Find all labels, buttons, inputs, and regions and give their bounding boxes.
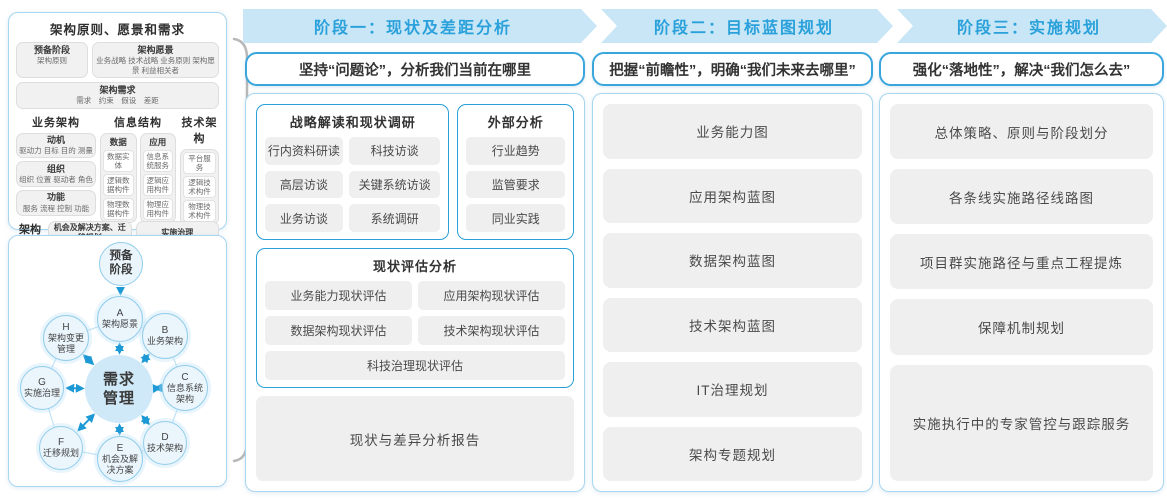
- vision-title: 架构愿景: [137, 45, 174, 55]
- strategy-item: 高层访谈: [265, 170, 343, 199]
- assessment-item: 应用架构现状评估: [418, 281, 565, 310]
- strategy-item: 业务访谈: [265, 204, 343, 232]
- gap-analysis-report-box: 现状与差异分析报告: [256, 396, 574, 481]
- strategy-item: 科技访谈: [348, 137, 441, 165]
- phase3-item: 各条线实施路径线路图: [890, 169, 1153, 225]
- strategy-item: 行内资料研读: [265, 137, 343, 165]
- external-item: 监管要求: [466, 170, 565, 199]
- panel-title: 架构原则、愿景和需求: [49, 23, 185, 37]
- phase1-subtitle: 坚持“问题论”，分析我们当前在哪里: [245, 52, 585, 86]
- organization-box: 组织 组织 位置 驱动者 角色: [16, 161, 96, 187]
- phase3-header-arrow: 阶段三：实施规划: [897, 9, 1167, 43]
- phase2-item: 数据架构蓝图: [603, 233, 862, 288]
- architecture-requirements-box: 架构需求 需求 约束 假设 差距: [16, 82, 219, 109]
- phase2-item: 技术架构蓝图: [603, 297, 862, 352]
- requirement-sub: 需求 约束 假设 差距: [76, 96, 159, 106]
- phase3-item: 总体策略、原则与阶段划分: [890, 104, 1153, 160]
- assessment-item: 数据架构现状评估: [265, 316, 412, 345]
- external-item: 同业实践: [466, 204, 565, 233]
- external-analysis-box: 外部分析 行业趋势 监管要求 同业实践: [457, 104, 574, 240]
- information-header: 信息结构: [114, 116, 162, 129]
- phase3-item: 保障机制规划: [890, 299, 1153, 355]
- phase2-subtitle: 把握“前瞻性”，明确“我们未来去哪里”: [592, 52, 873, 86]
- assessment-title: 现状评估分析: [372, 259, 457, 274]
- business-header: 业务架构: [32, 116, 80, 129]
- strategy-title: 战略解读和现状调研: [289, 115, 416, 130]
- principles-vision-requirements-panel: 架构原则、愿景和需求 预备阶段 架构原则 架构愿景 业务战略 技术战略 业务原则…: [8, 12, 227, 255]
- phase2-item: 业务能力图: [603, 104, 862, 159]
- function-box: 功能 服务 流程 控制 功能: [16, 189, 96, 216]
- phase1-header-arrow: 阶段一：现状及差距分析: [243, 9, 597, 43]
- prep-sub: 架构原则: [37, 56, 67, 66]
- technology-header: 技术架构: [181, 116, 218, 145]
- assessment-item: 技术架构现状评估: [418, 316, 565, 345]
- strategy-item: 系统调研: [348, 204, 441, 232]
- phase3-item: 实施执行中的专家管控与跟踪服务: [890, 364, 1153, 481]
- phase3-item: 项目群实施路径与重点工程提炼: [890, 234, 1153, 290]
- application-subcolumn: 应用 信息系统服务 逻辑应用构件 物理应用构件: [139, 132, 176, 223]
- business-architecture-column: 业务架构 动机 驱动力 目标 目的 测量 组织 组织 位置 驱动者 角色 功能 …: [16, 114, 96, 216]
- external-title: 外部分析: [487, 115, 544, 130]
- phase2-header-arrow: 阶段二：目标蓝图规划: [601, 9, 893, 43]
- motivation-box: 动机 驱动力 目标 目的 测量: [16, 132, 96, 159]
- strategy-item: 关键系统访谈: [348, 170, 441, 199]
- phase3-content-panel: 总体策略、原则与阶段划分 各条线实施路径线路图 项目群实施路径与重点工程提炼 保…: [879, 93, 1164, 492]
- technology-box: 平台服务 逻辑技术构件 物理技术构件: [180, 148, 219, 225]
- phase2-content-panel: 业务能力图 应用架构蓝图 数据架构蓝图 技术架构蓝图 IT治理规划 架构专题规划: [592, 93, 873, 492]
- current-state-assessment-box: 现状评估分析 业务能力现状评估 应用架构现状评估 数据架构现状评估 技术架构现状…: [256, 248, 574, 388]
- requirement-title: 架构需求: [99, 85, 136, 95]
- cycle-center-requirements-management: 需求管理: [85, 355, 153, 423]
- phase2-item: 架构专题规划: [603, 426, 862, 481]
- architecture-vision-box: 架构愿景 业务战略 技术战略 业务原则 架构愿景 利益相关者: [92, 42, 219, 78]
- assessment-item: 业务能力现状评估: [265, 281, 412, 310]
- phase1-content-panel: 战略解读和现状调研 行内资料研读 科技访谈 高层访谈 关键系统访谈 业务访谈 系…: [245, 93, 585, 492]
- strategy-research-box: 战略解读和现状调研 行内资料研读 科技访谈 高层访谈 关键系统访谈 业务访谈 系…: [256, 104, 450, 240]
- assessment-item-full: 科技治理现状评估: [265, 351, 565, 380]
- phase2-item: IT治理规划: [603, 362, 862, 417]
- information-structure-column: 信息结构 数据 数据实体 逻辑数据构件 物理数据构件 应用 信息系统服务 逻辑应…: [100, 114, 176, 223]
- technology-architecture-column: 技术架构 平台服务 逻辑技术构件 物理技术构件: [180, 114, 219, 225]
- preparation-phase-box: 预备阶段 架构原则: [16, 42, 88, 78]
- phase2-item: 应用架构蓝图: [603, 168, 862, 223]
- prep-title: 预备阶段: [33, 45, 70, 55]
- data-subcolumn: 数据 数据实体 逻辑数据构件 物理数据构件: [100, 132, 137, 223]
- phase3-subtitle: 强化“落地性”，解决“我们怎么去”: [879, 52, 1164, 86]
- cycle-node-preparation: 预备阶段: [99, 242, 143, 286]
- external-item: 行业趋势: [466, 137, 565, 165]
- vision-sub: 业务战略 技术战略 业务原则 架构愿景 利益相关者: [96, 56, 215, 75]
